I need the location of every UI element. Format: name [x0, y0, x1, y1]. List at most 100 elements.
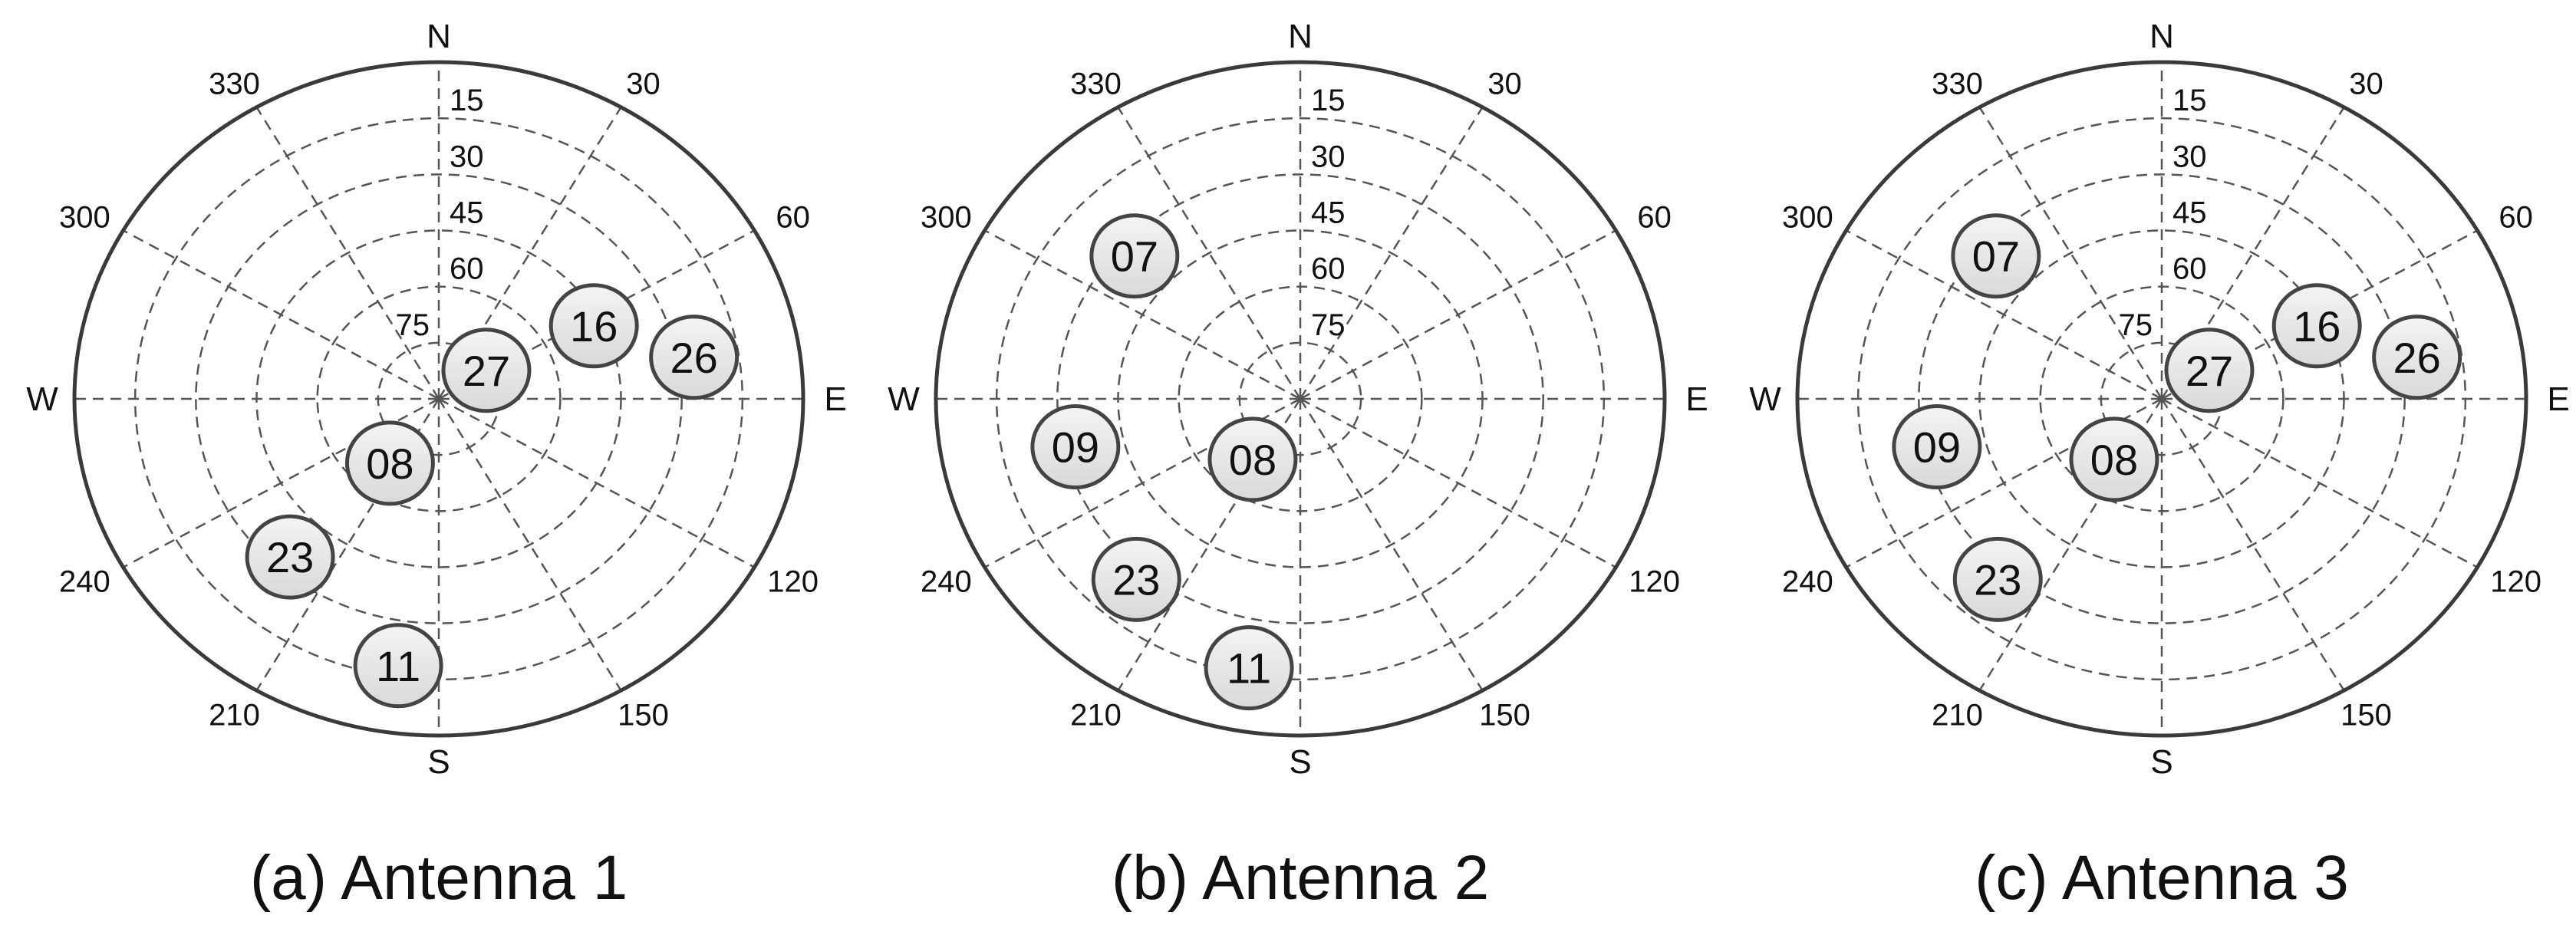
elevation-label-45: 45 — [1311, 196, 1346, 230]
azimuth-label-270: W — [26, 380, 58, 418]
azimuth-spoke-330 — [1978, 107, 2163, 400]
panel-caption: (c) Antenna 3 — [1975, 843, 2349, 913]
satellite-circle — [1089, 213, 1180, 299]
satellite-prn-label: 23 — [266, 533, 314, 581]
elevation-label-45: 45 — [2172, 196, 2207, 230]
elevation-label-60: 60 — [1311, 252, 1346, 286]
azimuth-spoke-120 — [438, 397, 755, 568]
elevation-label-75: 75 — [2119, 308, 2153, 342]
azimuth-spoke-150 — [2160, 398, 2345, 691]
azimuth-label-210: 210 — [209, 698, 260, 732]
azimuth-label-180: S — [1289, 743, 1311, 781]
elevation-label-45: 45 — [450, 196, 484, 230]
panel-caption: (a) Antenna 1 — [250, 843, 628, 913]
satellite-circle — [1207, 416, 1298, 502]
elevation-label-30: 30 — [2172, 140, 2207, 173]
satellite-marker-07: 07 — [1951, 213, 2041, 299]
azimuth-label-330: 330 — [1932, 67, 1983, 101]
satellite-circle — [441, 328, 532, 413]
panel-caption: (b) Antenna 2 — [1112, 843, 1489, 913]
satellite-prn-label: 16 — [2293, 302, 2340, 351]
azimuth-label-60: 60 — [1637, 201, 1672, 235]
satellite-marker-09: 09 — [1030, 404, 1121, 490]
satellite-prn-label: 08 — [366, 440, 413, 488]
azimuth-label-330: 330 — [1070, 67, 1122, 101]
elevation-ring-30 — [1056, 173, 1544, 624]
satellite-circle — [2069, 416, 2159, 502]
satellite-circle — [1204, 625, 1294, 711]
azimuth-label-240: 240 — [1782, 565, 1833, 599]
elevation-label-15: 15 — [1311, 84, 1346, 117]
elevation-label-60: 60 — [2172, 252, 2207, 286]
azimuth-label-210: 210 — [1070, 698, 1122, 732]
satellite-marker-08: 08 — [1207, 416, 1298, 502]
horizon-circle — [934, 60, 1667, 738]
satellite-circle — [1951, 213, 2041, 299]
satellite-prn-label: 26 — [670, 334, 717, 382]
satellite-prn-label: 23 — [1112, 555, 1160, 604]
azimuth-label-150: 150 — [1479, 698, 1530, 732]
azimuth-label-180: S — [2150, 743, 2172, 781]
elevation-label-75: 75 — [1311, 308, 1346, 342]
satellite-prn-label: 11 — [376, 642, 420, 690]
elevation-ring-30 — [195, 173, 683, 624]
satellite-circle — [1091, 536, 1181, 622]
azimuth-label-0: N — [2149, 18, 2174, 55]
azimuth-label-210: 210 — [1932, 698, 1983, 732]
azimuth-label-330: 330 — [209, 67, 260, 101]
satellite-circle — [2164, 328, 2255, 413]
elevation-label-30: 30 — [1311, 140, 1346, 173]
azimuth-label-300: 300 — [921, 201, 972, 235]
satellite-prn-label: 08 — [2090, 436, 2138, 484]
satellite-marker-16: 16 — [2271, 283, 2362, 369]
elevation-ring-30 — [1918, 173, 2406, 624]
elevation-label-75: 75 — [396, 308, 430, 342]
azimuth-spoke-330 — [255, 107, 440, 400]
satellite-circle — [353, 623, 443, 709]
azimuth-label-270: W — [888, 380, 920, 418]
satellite-marker-27: 27 — [441, 328, 532, 413]
azimuth-label-90: E — [824, 380, 846, 418]
elevation-label-15: 15 — [450, 84, 484, 117]
satellite-prn-label: 07 — [1111, 232, 1158, 281]
satellite-circle — [2372, 314, 2462, 400]
satellite-marker-26: 26 — [649, 314, 740, 400]
azimuth-spoke-150 — [437, 398, 622, 691]
azimuth-spoke-330 — [1117, 107, 1302, 400]
satellite-circle — [649, 314, 740, 400]
elevation-label-60: 60 — [450, 252, 484, 286]
satellite-circle — [548, 283, 639, 369]
horizon-circle — [72, 60, 805, 738]
satellite-circle — [1030, 404, 1121, 490]
azimuth-label-30: 30 — [1487, 67, 1522, 101]
azimuth-spoke-150 — [1299, 398, 1484, 691]
satellite-marker-16: 16 — [548, 283, 639, 369]
elevation-label-30: 30 — [450, 140, 484, 173]
satellite-marker-23: 23 — [1091, 536, 1181, 622]
azimuth-label-0: N — [427, 18, 451, 55]
satellite-prn-label: 07 — [1972, 232, 2020, 281]
azimuth-label-90: E — [1685, 380, 1708, 418]
satellite-prn-label: 16 — [570, 302, 618, 351]
satellite-marker-11: 11 — [353, 623, 443, 709]
satellite-marker-27: 27 — [2164, 328, 2255, 413]
satellite-circle — [2271, 283, 2362, 369]
azimuth-label-30: 30 — [2349, 67, 2383, 101]
azimuth-spoke-30 — [1299, 107, 1484, 400]
azimuth-label-150: 150 — [2340, 698, 2392, 732]
azimuth-label-60: 60 — [2499, 201, 2533, 235]
azimuth-label-120: 120 — [767, 565, 819, 599]
horizon-circle — [1795, 60, 2528, 738]
satellite-circle — [245, 514, 335, 600]
satellite-circle — [1952, 536, 2043, 622]
azimuth-label-90: E — [2547, 380, 2569, 418]
azimuth-label-120: 120 — [2490, 565, 2541, 599]
azimuth-spoke-120 — [2161, 397, 2478, 568]
satellite-prn-label: 27 — [2186, 347, 2233, 395]
satellite-marker-08: 08 — [344, 420, 435, 506]
azimuth-label-240: 240 — [59, 565, 110, 599]
azimuth-label-150: 150 — [618, 698, 669, 732]
